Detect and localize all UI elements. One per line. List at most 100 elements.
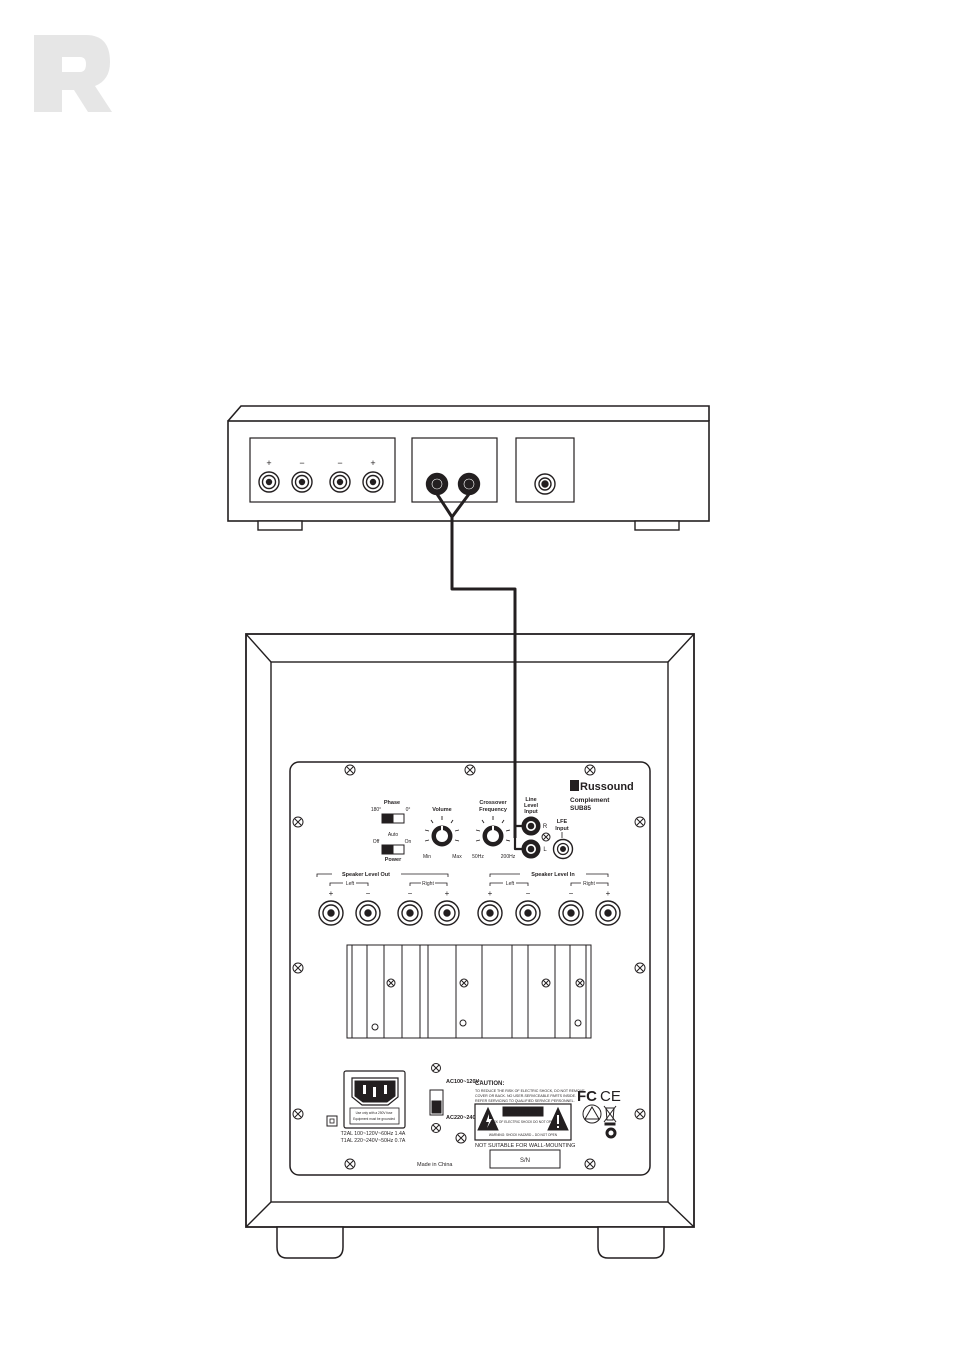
crossover-label-1: Crossover [479,800,507,806]
screw-icon [455,1132,467,1144]
screw-icon [634,1108,646,1120]
amplifier-unit: + − − + [227,405,710,531]
crossover-high-label: 200Hz [501,854,516,860]
amp-sub-output-jack [534,473,556,495]
caution-text-2: COVER OR BACK. NO USER-SERVICEABLE PARTS… [475,1094,576,1098]
line-label-2: Level [524,803,539,809]
in-polarity-3: − [569,889,574,898]
on-label: On [405,839,412,845]
crossover-knob[interactable]: Crossover Frequency 50Hz 200Hz [472,800,516,860]
certification-marks: FC CE [577,1088,621,1139]
caution-text-1: TO REDUCE THE RISK OF ELECTRIC SHOCK, DO… [475,1089,585,1093]
off-label: Off [373,839,380,845]
crossover-low-label: 50Hz [472,854,484,860]
caution-box-text: CAUTION [509,1110,536,1116]
phase-180-label: 180° [371,807,381,813]
speaker-out-terminal [318,900,344,926]
speaker-out-left-label: Left [346,881,355,887]
crossover-label-2: Frequency [479,807,508,813]
fuse-rating-2: T1AL 220~240V~50Hz 0.7A [341,1138,406,1144]
voltage-lower-label: AC220~240V~ [446,1115,482,1121]
voltage-selector[interactable]: AC100~120V~ AC220~240V~ [429,1079,482,1121]
volume-knob[interactable]: Volume Min Max [423,807,462,860]
screw-icon [344,764,356,776]
brand-block: Russound Complement SUB85 [570,780,634,812]
screw-icon [292,962,304,974]
amp-polarity-4: + [370,458,375,468]
amp-polarity-2: − [299,458,304,468]
speaker-output-panel [249,437,396,503]
screw-icon [344,1158,356,1170]
out-polarity-1: + [329,889,334,898]
sub-output-panel [515,437,575,503]
weee-bin-icon [603,1105,617,1126]
volume-min-label: Min [423,854,431,860]
lfe-input[interactable]: LFE Input [552,819,574,860]
phase-label: Phase [384,800,400,806]
speaker-in-terminal [515,900,541,926]
socket-warning-1: Use only with a 250V fuse [356,1111,393,1115]
caution-text-3: REFER SERVICING TO QUALIFIED SERVICE PER… [475,1099,575,1103]
screw-icon [464,764,476,776]
phase-switch[interactable]: Phase 180° 0° [371,800,411,824]
speaker-in-terminal [477,900,503,926]
line-output-panel [411,437,498,503]
amp-line-output-jacks [425,472,481,496]
screw-icon [292,816,304,828]
heat-sink [346,944,592,1039]
speaker-out-terminal [397,900,423,926]
serial-label: S/N [520,1158,530,1164]
power-switch[interactable]: Auto Off On Power [373,832,412,863]
volume-label: Volume [432,807,451,813]
screw-icon [634,816,646,828]
amp-polarity-labels: + − − + [266,458,375,468]
fuse-rating-1: T2AL 100~120V~60Hz 1.4A [341,1131,406,1137]
speaker-level-in: Speaker Level In Left Right + − − + [477,872,621,926]
warning-text: WARNING: SHOCK HAZARD – DO NOT OPEN [489,1133,558,1137]
amplifier-body [227,420,710,522]
screw-icon [584,764,596,776]
caution-sub-text: RISK OF ELECTRIC SHOCK DO NOT OPEN [491,1120,556,1124]
rear-panel [289,761,651,1176]
speaker-out-terminal [355,900,381,926]
logo-letter: R [0,0,1,1]
line-r-label: R [543,824,548,830]
voltage-upper-label: AC100~120V~ [446,1079,482,1085]
brand-name: Russound [580,781,634,793]
ce-mark: CE [600,1088,621,1105]
speaker-out-terminal [434,900,460,926]
ac-power-inlet[interactable]: Use only with a 250V fuse Equipment must… [341,1070,406,1144]
auto-label: Auto [388,832,399,838]
lfe-label-2: Input [555,826,569,832]
in-polarity-4: + [606,889,611,898]
caution-label: CAUTION: TO REDUCE THE RISK OF ELECTRIC … [474,1081,585,1149]
screw-icon [584,1158,596,1170]
panel-screws [292,764,646,1170]
wall-mount-warning: NOT SUITABLE FOR WALL-MOUNTING [475,1143,575,1149]
line-label-3: Input [524,809,538,815]
speaker-in-terminal [558,900,584,926]
out-polarity-3: − [408,889,413,898]
amp-polarity-1: + [266,458,271,468]
line-level-input[interactable]: Line Level Input R L [521,797,548,859]
amp-speaker-terminals [258,471,384,493]
speaker-in-label: Speaker Level In [531,872,575,878]
screw-icon [292,1108,304,1120]
fcc-mark: FC [577,1088,597,1105]
socket-warning-2: Equipment must be grounded [353,1117,395,1121]
screw-icon [541,832,551,842]
line-level-cable [435,493,522,851]
speaker-in-right-label: Right [583,881,595,887]
caution-title: CAUTION: [475,1081,504,1087]
model-line-1: Complement [570,797,610,804]
out-polarity-4: + [445,889,450,898]
volume-max-label: Max [452,854,462,860]
speaker-level-out: Speaker Level Out Left Right + − − + [316,872,460,926]
serial-block: Made in China S/N [417,1149,561,1169]
screw-icon [634,962,646,974]
double-insulation-icon [326,1115,338,1127]
amp-polarity-3: − [337,458,342,468]
amplifier-top-edge [227,405,710,422]
out-polarity-2: − [366,889,371,898]
made-in-label: Made in China [417,1162,453,1168]
